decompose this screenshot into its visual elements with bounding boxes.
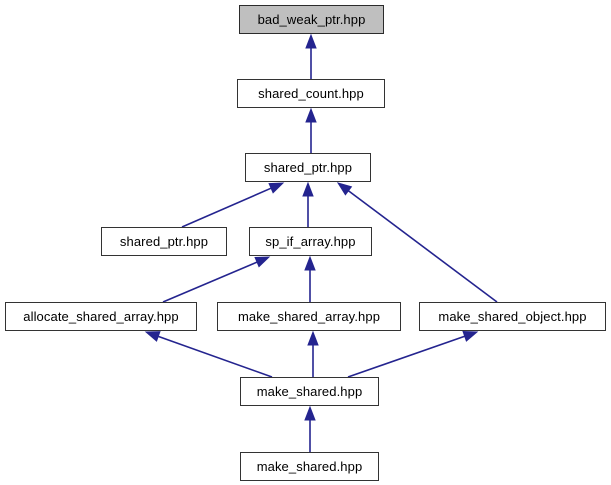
graph-edge-sp_if_array-to-shared_ptr_top xyxy=(302,181,314,227)
graph-edge-make_shared_bottom-to-make_shared_mid xyxy=(304,405,316,452)
arrowhead-icon xyxy=(462,331,479,342)
graph-node-shared_ptr_top[interactable]: shared_ptr.hpp xyxy=(245,153,371,182)
arrowhead-icon xyxy=(305,33,317,49)
graph-edge-shared_count-to-bad_weak_ptr xyxy=(305,33,317,79)
graph-node-make_shared_mid[interactable]: make_shared.hpp xyxy=(240,377,379,406)
arrowhead-icon xyxy=(268,182,285,194)
arrowhead-icon xyxy=(336,182,353,196)
graph-node-make_shared_array[interactable]: make_shared_array.hpp xyxy=(217,302,401,331)
arrowhead-icon xyxy=(305,107,317,123)
graph-node-label: make_shared.hpp xyxy=(256,383,363,399)
graph-edge-make_shared_mid-to-allocate_shared_array xyxy=(144,331,273,378)
arrowhead-icon xyxy=(302,181,314,197)
graph-edge-make_shared_mid-to-make_shared_object xyxy=(347,331,479,378)
graph-node-make_shared_object[interactable]: make_shared_object.hpp xyxy=(419,302,606,331)
graph-edge-allocate_shared_array-to-sp_if_array xyxy=(162,256,271,303)
graph-node-label: shared_ptr.hpp xyxy=(119,233,209,249)
graph-node-label: make_shared_object.hpp xyxy=(438,308,587,324)
graph-node-label: bad_weak_ptr.hpp xyxy=(257,11,366,27)
graph-edge-shared_ptr_left-to-shared_ptr_top xyxy=(181,182,285,228)
graph-node-label: shared_ptr.hpp xyxy=(263,159,353,175)
graph-edge-make_shared_mid-to-make_shared_array xyxy=(307,330,319,377)
graph-node-label: make_shared.hpp xyxy=(256,458,363,474)
arrowhead-icon xyxy=(304,255,316,271)
graph-node-shared_ptr_left[interactable]: shared_ptr.hpp xyxy=(101,227,227,256)
graph-node-label: sp_if_array.hpp xyxy=(265,233,356,249)
arrowhead-icon xyxy=(304,405,316,421)
graph-node-allocate_shared_array[interactable]: allocate_shared_array.hpp xyxy=(5,302,197,331)
arrowhead-icon xyxy=(307,330,319,346)
graph-node-label: allocate_shared_array.hpp xyxy=(23,308,179,324)
arrowhead-icon xyxy=(254,256,271,268)
arrowhead-icon xyxy=(144,331,161,342)
graph-node-bad_weak_ptr[interactable]: bad_weak_ptr.hpp xyxy=(239,5,384,34)
graph-node-shared_count[interactable]: shared_count.hpp xyxy=(237,79,385,108)
graph-node-make_shared_bottom[interactable]: make_shared.hpp xyxy=(240,452,379,481)
graph-node-sp_if_array[interactable]: sp_if_array.hpp xyxy=(249,227,372,256)
graph-edge-shared_ptr_top-to-shared_count xyxy=(305,107,317,153)
graph-node-label: make_shared_array.hpp xyxy=(237,308,381,324)
graph-edge-make_shared_array-to-sp_if_array xyxy=(304,255,316,302)
graph-node-label: shared_count.hpp xyxy=(258,85,364,101)
